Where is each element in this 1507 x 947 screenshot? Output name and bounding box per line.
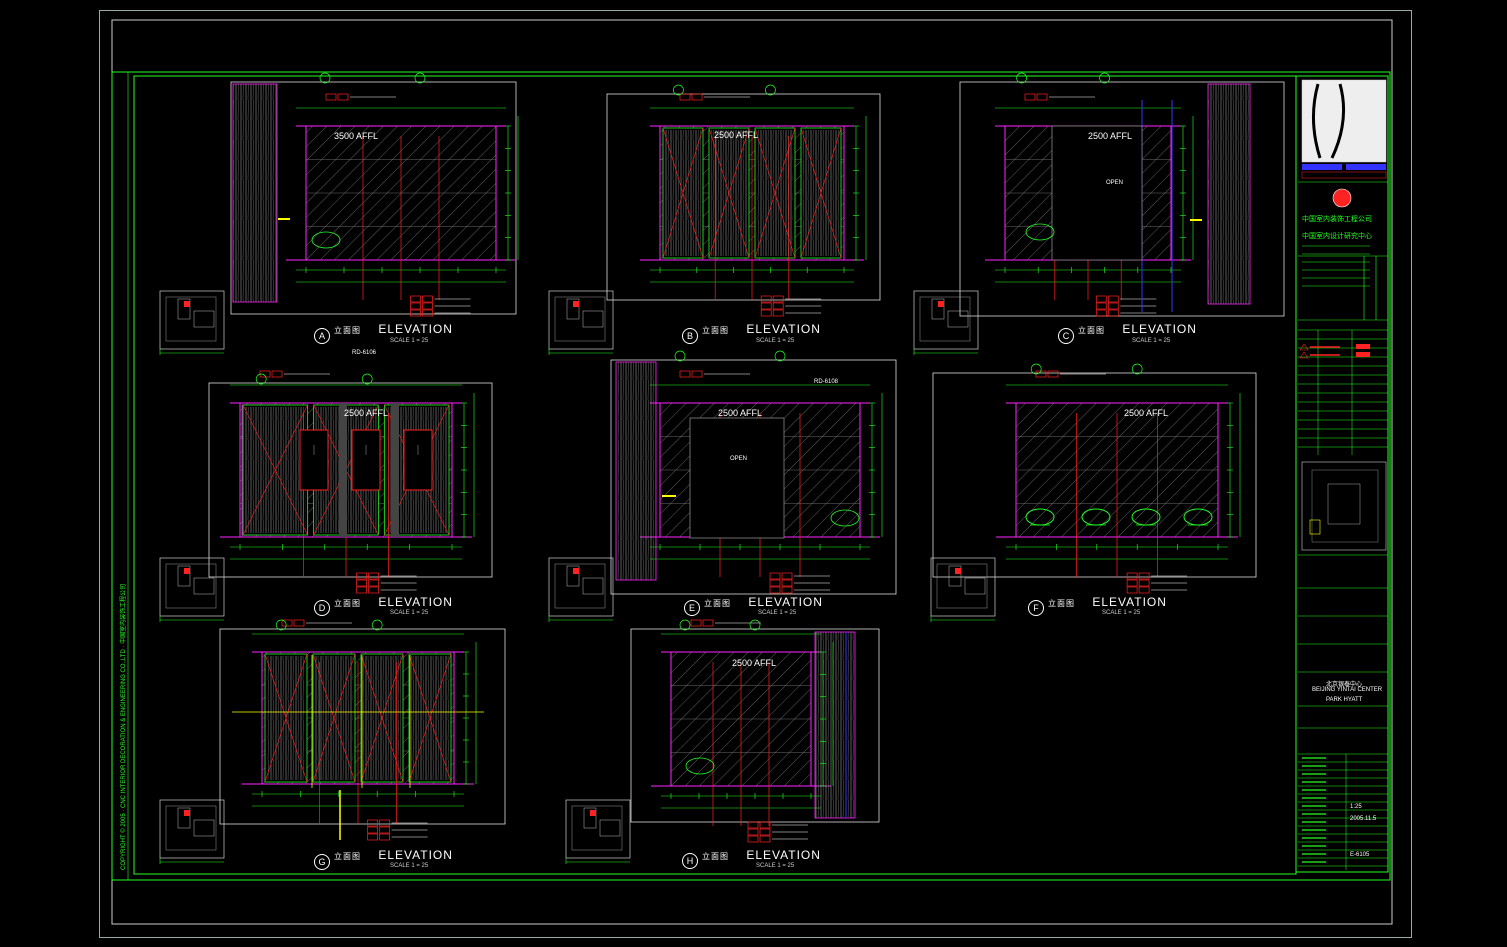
elevation-title-b: 立面图 ELEVATION (702, 322, 821, 336)
elevation-scale-f: SCALE 1 = 25 (1102, 610, 1141, 616)
company-name-2: 中国室内设计研究中心 (1302, 233, 1372, 240)
affl-label-e: 2500 AFFL (718, 408, 763, 418)
elevation-marker-f: F (1028, 600, 1044, 616)
elevation-title-a: 立面图 ELEVATION (334, 322, 453, 336)
elevation-scale-h: SCALE 1 = 25 (756, 863, 795, 869)
elevation-scale-b: SCALE 1 = 25 (756, 338, 795, 344)
elevation-marker-a: A (314, 328, 330, 344)
company-name-1: 中国室内装饰工程公司 (1302, 216, 1372, 223)
copyright-vertical: COPYRIGHT © 2005 · CNC INTERIOR DECORATI… (121, 583, 127, 870)
elevation-panel-b (548, 84, 881, 355)
elevation-scale-g: SCALE 1 = 25 (390, 863, 429, 869)
affl-label-b: 2500 AFFL (714, 130, 759, 140)
elevation-marker-e: E (684, 600, 700, 616)
elevation-panel-a (159, 72, 519, 355)
affl-label-h: 2500 AFFL (732, 658, 777, 668)
hotel-name: PARK HYATT (1326, 697, 1363, 703)
elevation-marker-b: B (682, 328, 698, 344)
project-name-en: BEIJING YINTAI CENTER (1312, 687, 1383, 693)
elevation-panel-h (565, 619, 880, 864)
affl-label-d: 2500 AFFL (344, 408, 389, 418)
elevation-scale-a: SCALE 1 = 25 (390, 338, 429, 344)
project-name-cn: 北京银泰中心 (1326, 682, 1363, 688)
ref-label-e: RD-6108 (814, 379, 839, 385)
affl-label-a: 3500 AFFL (334, 131, 379, 141)
ref-label-d: RD-6106 (352, 350, 377, 356)
elevation-title-h: 立面图 ELEVATION (702, 848, 821, 862)
elevation-title-f: 立面图 ELEVATION (1048, 595, 1167, 609)
elevation-title-g: 立面图 ELEVATION (334, 848, 453, 862)
elevation-title-c: 立面图 ELEVATION (1078, 322, 1197, 336)
elevation-marker-g: G (314, 854, 330, 870)
elevation-scale-e: SCALE 1 = 25 (758, 610, 797, 616)
drawing-date: 2005.11.5 (1350, 816, 1377, 822)
elevation-panel-d (159, 370, 493, 622)
open-label-c: OPEN (1106, 180, 1124, 186)
elevation-title-d: 立面图 ELEVATION (334, 595, 453, 609)
sheet-number: E-6105 (1350, 852, 1370, 858)
affl-label-f: 2500 AFFL (1124, 408, 1169, 418)
drawing-scale: 1:25 (1350, 804, 1362, 810)
elevation-scale-c: SCALE 1 = 25 (1132, 338, 1171, 344)
elevation-panel-f (930, 363, 1257, 622)
elevation-scale-d: SCALE 1 = 25 (390, 610, 429, 616)
elevation-panel-g (159, 619, 506, 864)
elevation-marker-d: D (314, 600, 330, 616)
affl-label-c: 2500 AFFL (1088, 131, 1133, 141)
elevation-marker-h: H (682, 853, 698, 869)
elevation-title-e: 立面图 ELEVATION (704, 595, 823, 609)
open-label-e: OPEN (730, 456, 748, 462)
elevation-marker-c: C (1058, 328, 1074, 344)
